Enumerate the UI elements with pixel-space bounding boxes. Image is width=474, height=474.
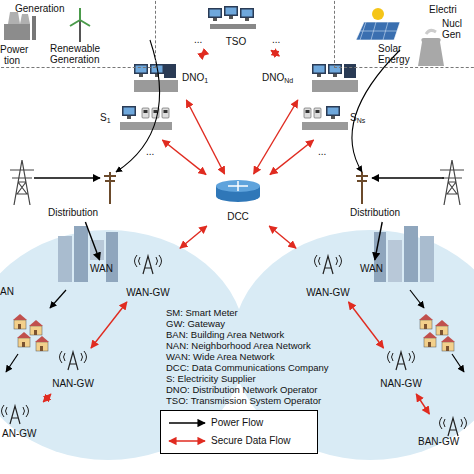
- gateway-node: WAN-GW: [118, 250, 178, 300]
- node-label: TSO: [203, 36, 269, 47]
- node-label: DNO1: [182, 72, 208, 83]
- node-label: WAN: [90, 263, 113, 274]
- abbreviation-note: DNO: Distribution Network Operator: [166, 384, 318, 395]
- antennas: [2, 255, 467, 436]
- operator-node: DNO1: [130, 58, 220, 98]
- icon-caption: AN: [0, 286, 14, 297]
- secure-data-link: [269, 226, 296, 248]
- node-label: Generation: [15, 3, 64, 14]
- router-node: DCC: [208, 176, 268, 224]
- node-label: SNs: [350, 112, 365, 123]
- network-label: WAN: [358, 262, 388, 276]
- gateway-node: WAN-GW: [298, 250, 358, 300]
- distribution-label: Distribution: [348, 206, 420, 220]
- operator-node: DNONd: [258, 58, 364, 98]
- abbreviation-note: WAN: Wide Area Network: [166, 351, 274, 362]
- node-label: WAN-GW: [118, 287, 178, 298]
- gateway-node: NAN-GW: [42, 350, 104, 392]
- icon-caption: Gen: [442, 29, 461, 40]
- network-label: WAN: [88, 262, 118, 276]
- gateway-node: NAN-GW: [370, 350, 432, 392]
- legend-samples: [165, 411, 211, 451]
- node-label: Electri: [429, 4, 457, 15]
- power-flow-link: [375, 222, 382, 260]
- gateway-node: BAN-GW: [414, 416, 470, 450]
- node-label: NAN-GW: [370, 378, 432, 389]
- supplier-node: S1: [98, 100, 174, 138]
- abbreviation-note: NAN: Neighborhood Area Network: [166, 340, 311, 351]
- ellipsis-mark: ...: [318, 146, 326, 157]
- ellipsis-mark: ...: [146, 146, 154, 157]
- node-label: DNONd: [262, 72, 293, 83]
- node-label: Distribution: [48, 207, 98, 218]
- power-plant: [4, 12, 36, 40]
- secure-data-link: [416, 394, 429, 414]
- secure-data-link: [349, 302, 384, 348]
- legend-box: Power FlowSecure Data Flow: [160, 410, 318, 454]
- buildings: [50, 226, 434, 308]
- icon-caption: Renewable Generation: [50, 43, 110, 65]
- ellipsis-mark: ...: [194, 34, 202, 45]
- abbreviation-note: BAN: Building Area Network: [166, 329, 284, 340]
- operator-node: TSO: [203, 2, 269, 50]
- node-label: S1: [100, 112, 111, 123]
- abbreviation-note: GW: Gateway: [166, 318, 225, 329]
- solar-panel: [356, 8, 400, 40]
- node-label: WAN-GW: [298, 287, 358, 298]
- secure-data-link: [201, 52, 206, 56]
- icon-caption: Nucl: [442, 18, 462, 29]
- secure-data-link: [91, 302, 127, 348]
- node-label: DCC: [208, 211, 268, 222]
- abbreviation-note: S: Electricity Supplier: [166, 373, 256, 384]
- gateway-node: AN-GW: [0, 404, 46, 442]
- abbreviation-note: DCC: Data Communications Company: [166, 362, 329, 373]
- node-label: AN-GW: [2, 428, 36, 439]
- secure-data-link: [180, 226, 207, 248]
- node-label: NAN-GW: [42, 378, 104, 389]
- ellipsis-mark: ...: [272, 34, 280, 45]
- abbreviation-note: SM: Smart Meter: [166, 307, 238, 318]
- secure-data-link: [43, 394, 51, 402]
- power-lines: [10, 40, 464, 205]
- node-label: Distribution: [350, 207, 400, 218]
- node-label: BAN-GW: [418, 436, 459, 447]
- network-region: [0, 230, 474, 460]
- node-label: WAN: [360, 263, 383, 274]
- secure-data-link: [270, 140, 314, 175]
- abbreviation-note: TSO: Transmission System Operator: [166, 395, 321, 406]
- wind-turbine: [70, 8, 90, 42]
- houses: [6, 314, 464, 372]
- supplier-node: SNs: [300, 100, 380, 138]
- secure-data-link: [162, 140, 206, 175]
- legend-text: Power Flow: [211, 417, 263, 428]
- secure-data-link: [254, 100, 298, 174]
- power-flow-link: [85, 222, 99, 260]
- icon-caption: Power: [0, 44, 28, 55]
- icon-caption: tion: [4, 55, 20, 66]
- distribution-label: Distribution: [46, 206, 118, 220]
- legend-text: Secure Data Flow: [211, 435, 290, 446]
- nuclear-plant: [418, 30, 444, 66]
- router: [216, 180, 260, 202]
- icon-caption: Solar Energy: [378, 43, 418, 65]
- secure-data-link: [271, 50, 279, 56]
